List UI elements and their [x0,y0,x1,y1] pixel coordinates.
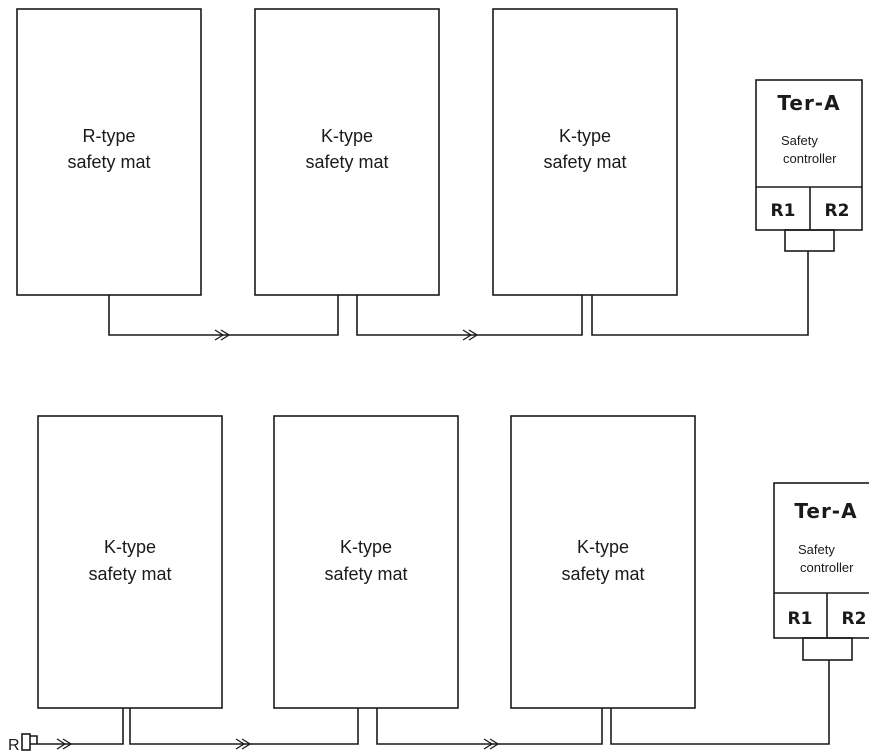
mat-type-label: K-type [104,537,156,557]
mat-name-label: safety mat [324,564,407,584]
mat-name-label: safety mat [543,152,626,172]
mat-name-label: safety mat [561,564,644,584]
terminating-resistor: R [8,733,38,754]
port-r1-label: R1 [788,609,813,629]
terminal-connector [802,637,853,661]
mat-name-label: safety mat [88,564,171,584]
cable-mat1-mat2 [129,708,359,745]
controller-title: Ter-A [794,499,857,523]
direction-arrow-icon [462,329,479,341]
port-r2-label: R2 [842,609,867,629]
top-mat-3: K-type safety mat [492,8,678,296]
port-r1-label: R1 [771,201,796,221]
mat-outline [37,415,223,709]
controller-subtitle-1: Safety [781,133,818,148]
cable-mat3-controller [591,251,809,336]
mat-type-label: K-type [321,126,373,146]
controller-title: Ter-A [777,91,840,115]
cable-mat2-mat3 [376,708,603,745]
controller-subtitle-1: Safety [798,542,835,557]
mat-type-label: R-type [82,126,135,146]
mat-type-label: K-type [577,537,629,557]
mat-name-label: safety mat [305,152,388,172]
mat-outline [492,8,678,296]
port-r2-label: R2 [825,201,850,221]
cable-mat2-mat3 [356,295,583,336]
bottom-mat-1: K-type safety mat [37,415,223,709]
direction-arrow-icon [56,738,73,750]
terminal-connector [784,229,835,252]
top-safety-controller: Ter-A Safety controller R1 R2 [755,79,863,252]
bottom-mat-3: K-type safety mat [510,415,696,709]
mat-name-label: safety mat [67,152,150,172]
mat-outline [510,415,696,709]
resistor-icon [21,733,31,751]
resistor-lead [30,735,38,745]
cable-mat1-mat2 [108,295,339,336]
top-mat-2: K-type safety mat [254,8,440,296]
top-diagram: R-type safety mat K-type safety mat K-ty… [16,8,863,341]
mat-type-label: K-type [559,126,611,146]
mat-outline [273,415,459,709]
controller-subtitle-2: controller [800,560,854,575]
mat-type-label: K-type [340,537,392,557]
bottom-safety-controller: Ter-A Safety controller R1 R2 [773,482,869,661]
cable-resistor-mat1 [37,708,124,745]
cable-mat3-controller [610,660,830,745]
mat-outline [254,8,440,296]
controller-subtitle-2: controller [783,151,837,166]
direction-arrow-icon [214,329,231,341]
direction-arrow-icon [235,738,252,750]
direction-arrow-icon [483,738,500,750]
top-mat-1: R-type safety mat [16,8,202,296]
resistor-label: R [8,737,20,754]
bottom-mat-2: K-type safety mat [273,415,459,709]
bottom-diagram: K-type safety mat K-type safety mat K-ty… [8,415,869,754]
